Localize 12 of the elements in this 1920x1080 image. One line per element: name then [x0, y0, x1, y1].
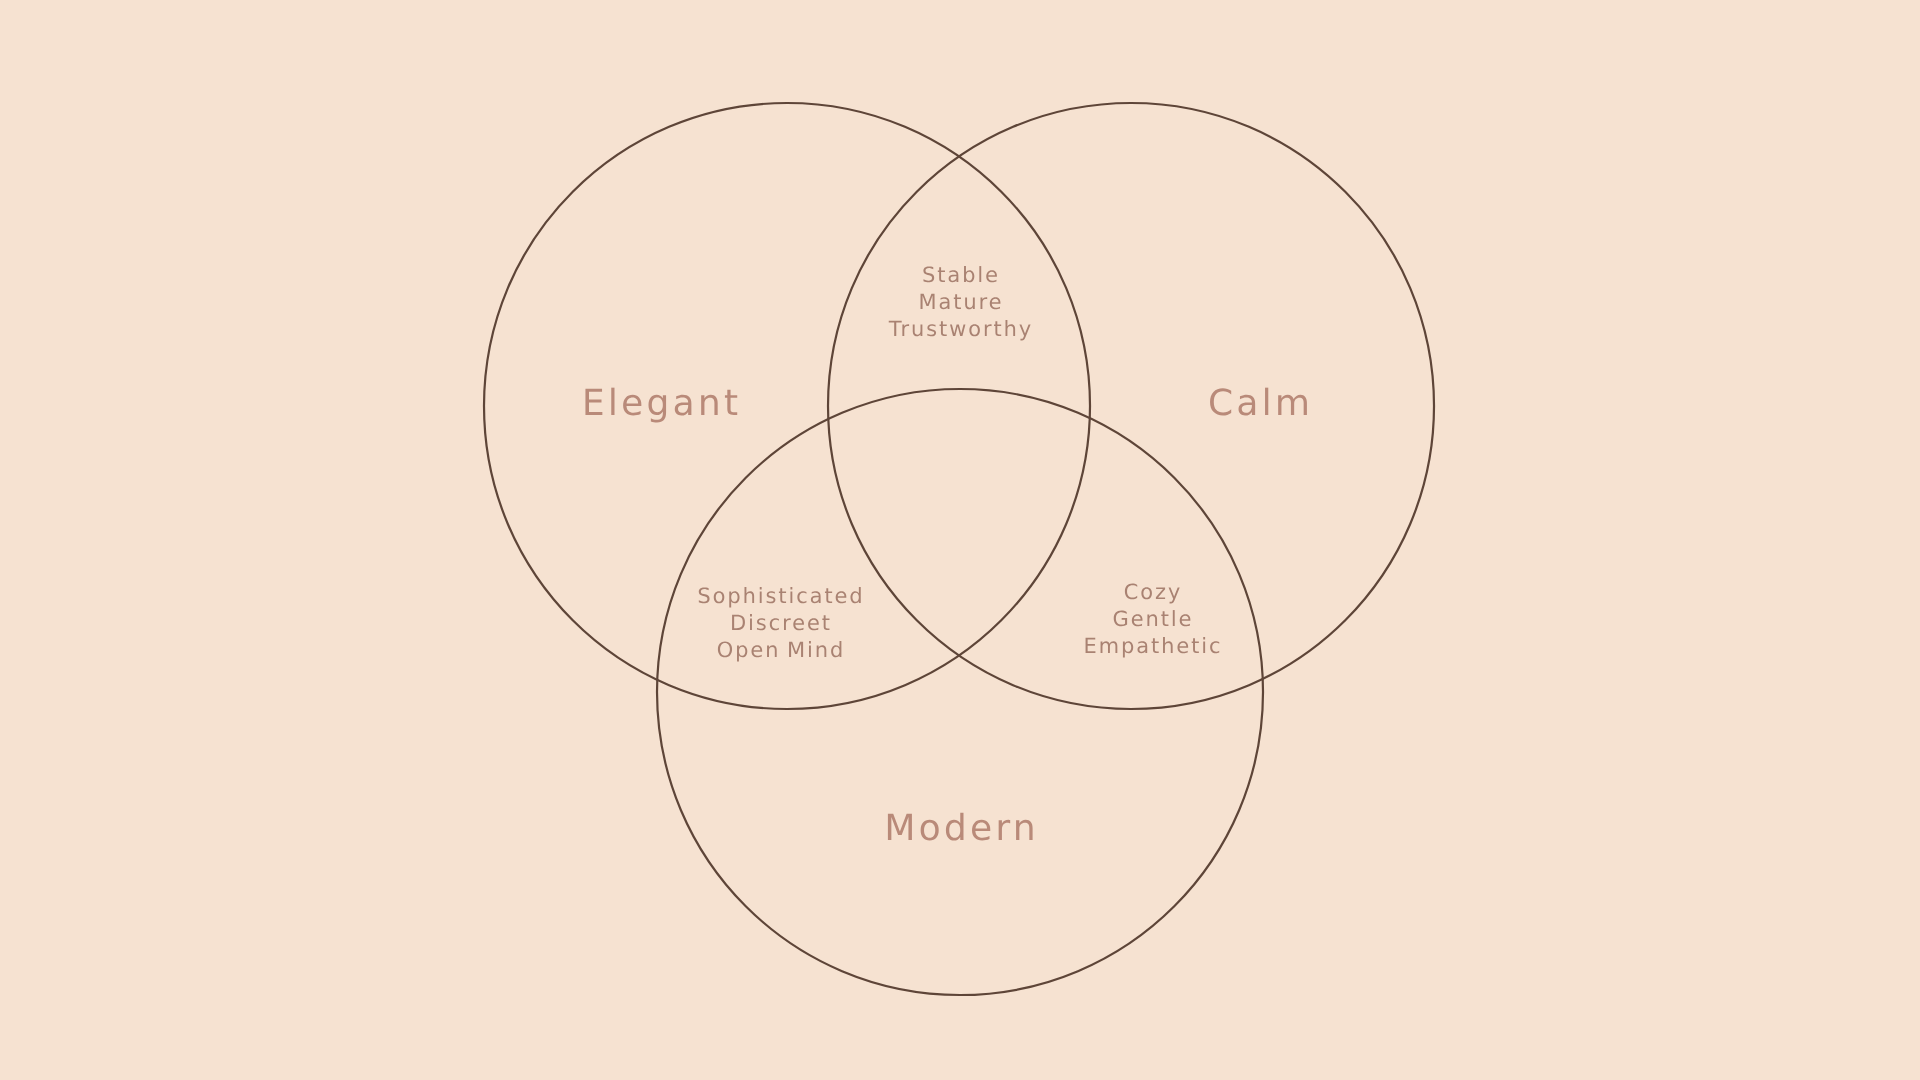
- overlap-label: Open Mind: [717, 641, 842, 662]
- overlap-label: Sophisticated: [698, 587, 861, 608]
- overlap-label: Discreet: [732, 614, 830, 631]
- circle-label: Elegant: [585, 387, 738, 423]
- overlap-label: Cozy: [1124, 583, 1180, 604]
- circle-label: Modern: [887, 812, 1033, 841]
- circle-label: Calm: [1210, 387, 1307, 416]
- overlap-label: Gentle: [1113, 610, 1191, 627]
- overlap-label: Empathetic: [1085, 637, 1220, 658]
- overlap-label: Mature: [920, 293, 1001, 310]
- overlap-label: Trustworthy: [888, 320, 1031, 341]
- overlap-label: Stable: [923, 266, 997, 283]
